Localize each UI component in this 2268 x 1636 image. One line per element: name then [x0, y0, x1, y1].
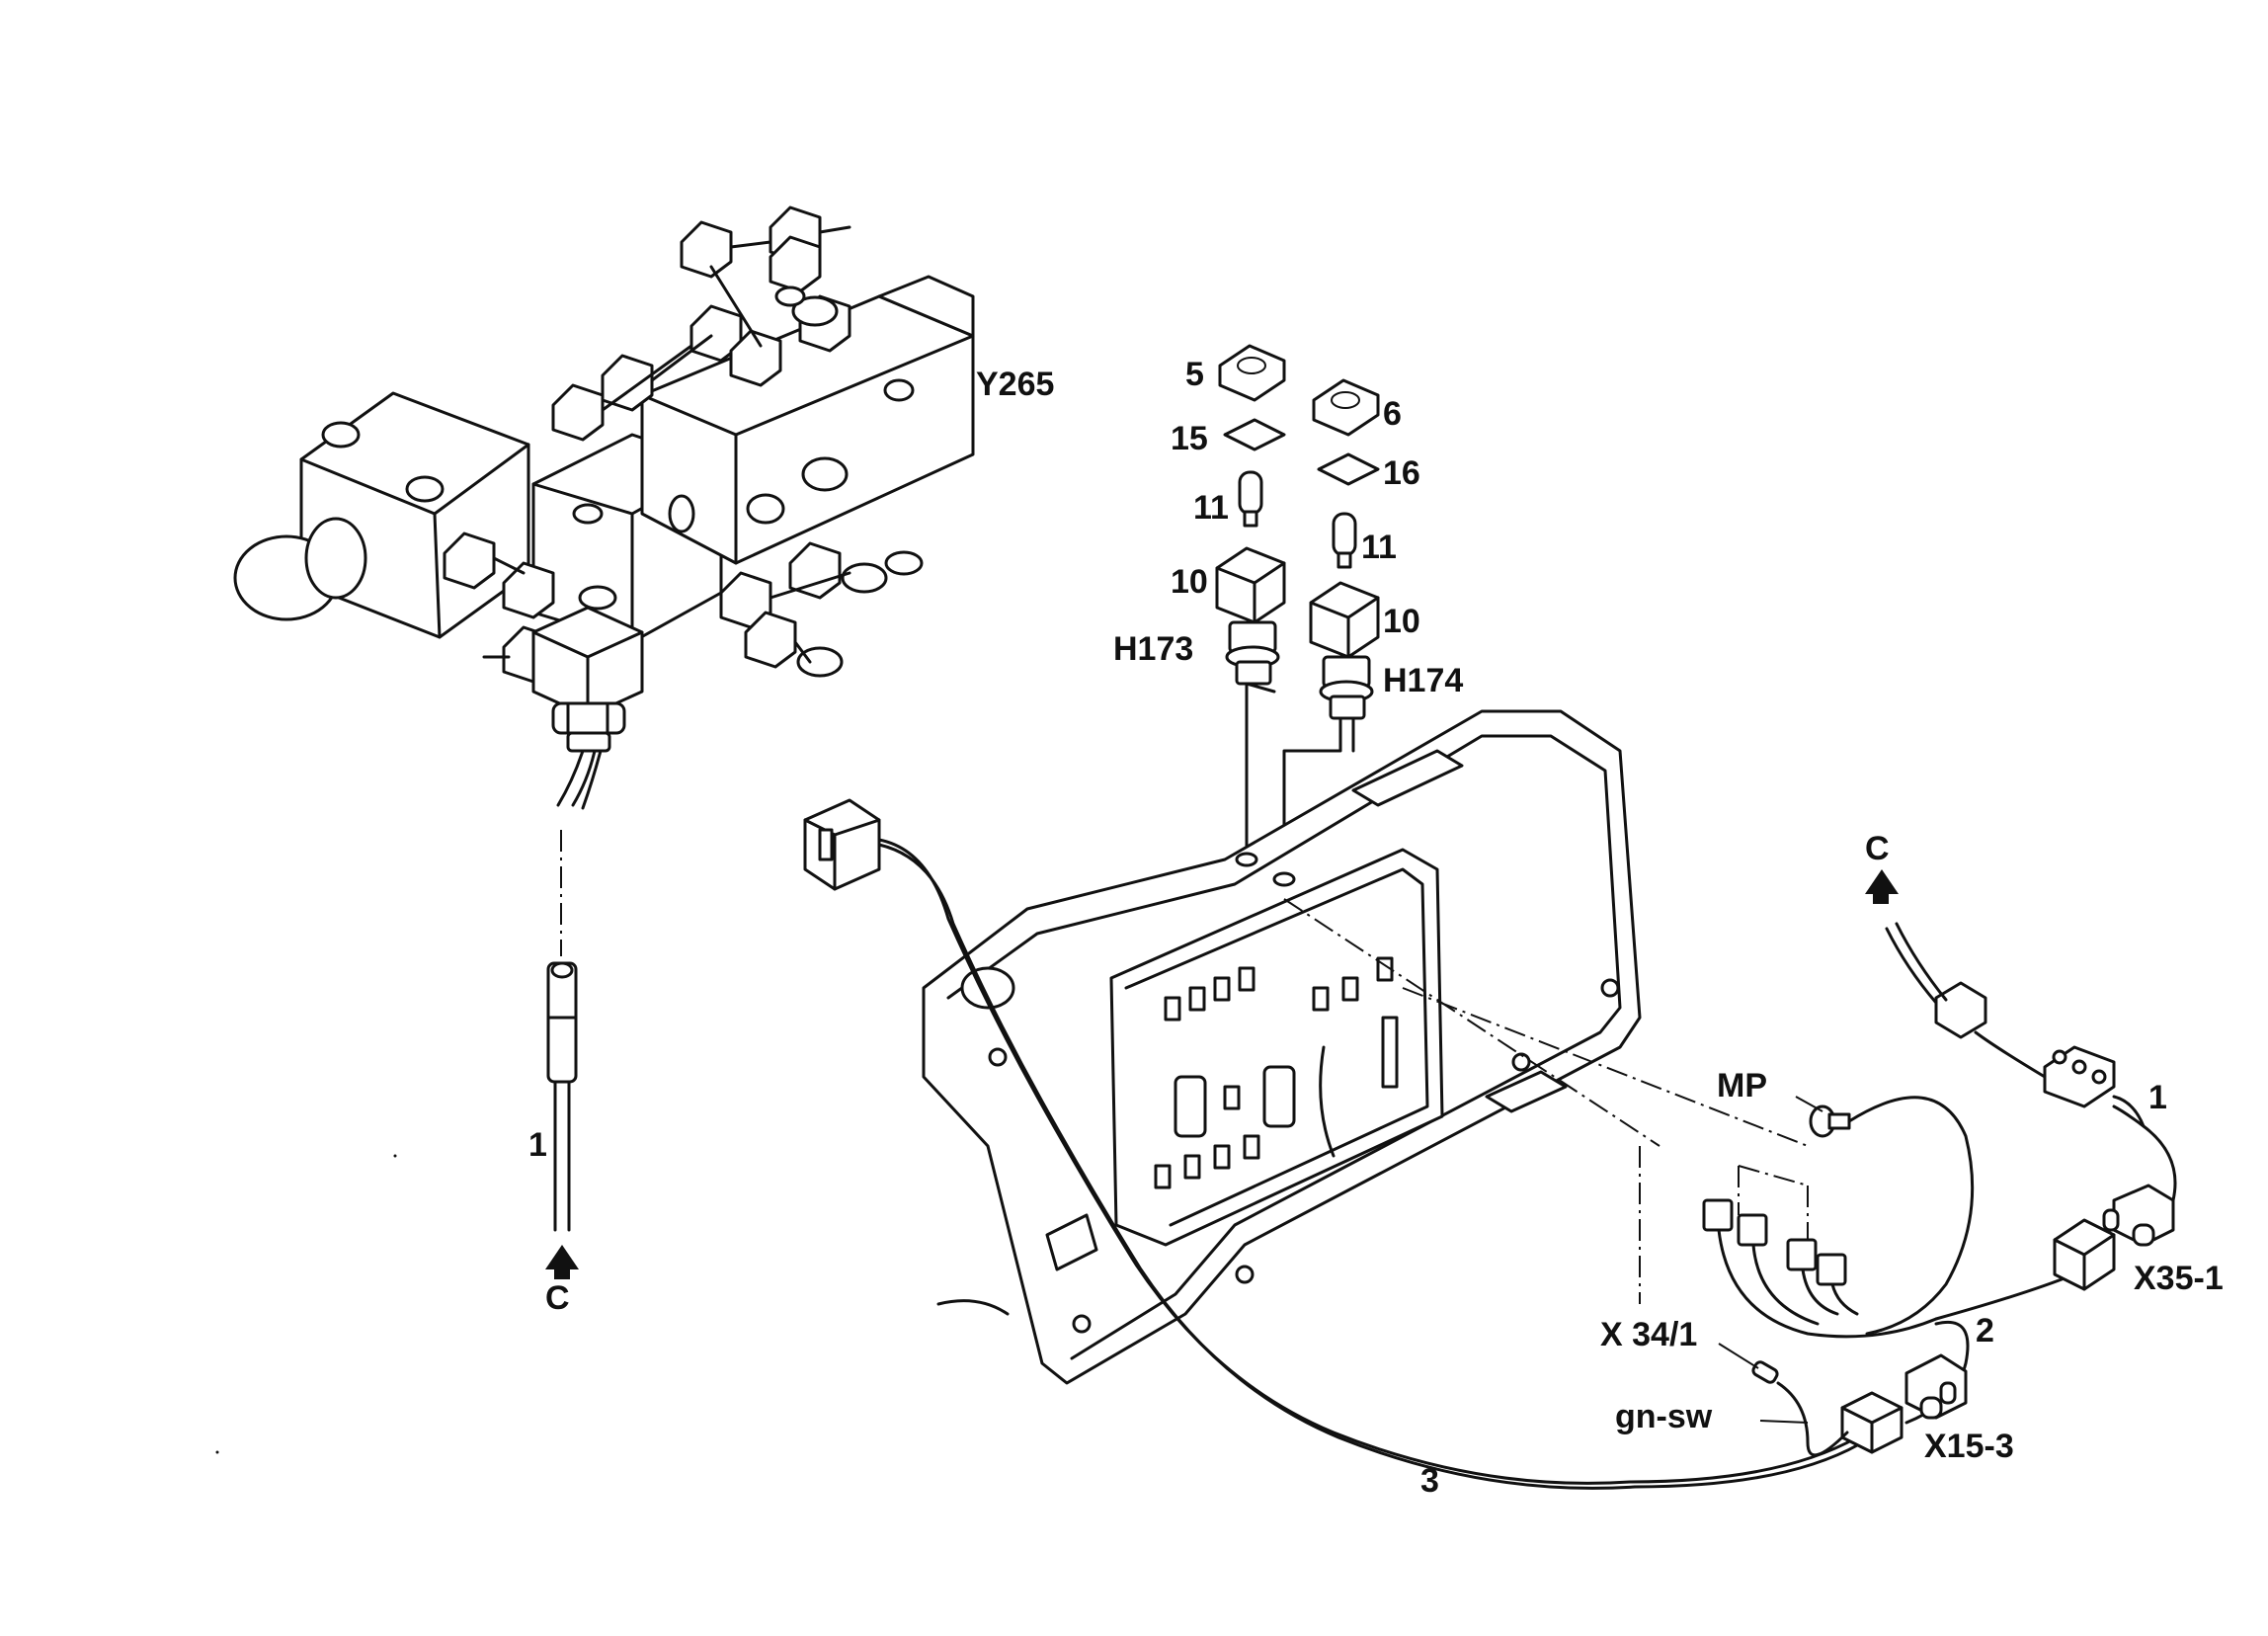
label-part-10a: 10 — [1171, 563, 1208, 601]
label-part-11a: 11 — [1193, 489, 1229, 527]
leader-mp — [1795, 1096, 1823, 1112]
solenoid-valve-y265 — [443, 532, 644, 810]
label-part-11b: 11 — [1361, 529, 1397, 566]
connector-cluster — [1702, 1165, 1938, 1339]
leader-gn-sw — [1759, 1420, 1809, 1424]
label-h173: H173 — [1113, 630, 1193, 668]
connector-x34-1 — [1751, 1360, 1849, 1457]
leader-x34-1 — [1718, 1343, 1759, 1369]
arrow-up-icon — [545, 1245, 579, 1269]
label-y265: Y265 — [976, 366, 1054, 403]
label-c-right: C — [1865, 830, 1890, 867]
label-part-1-right: 1 — [2148, 1079, 2167, 1116]
arrow-up-icon — [1865, 869, 1899, 894]
label-mp: MP — [1717, 1067, 1767, 1104]
valve-block-assembly — [233, 205, 975, 810]
leader-line-panel-1 — [1283, 898, 1660, 1147]
harness-2 — [1934, 1272, 2076, 1321]
connector-x15-3 — [1840, 1353, 1968, 1454]
panel-housing — [922, 709, 1642, 1385]
lamp-socket-h174 — [1282, 378, 1380, 881]
mp-ground-stud — [1809, 1096, 1975, 1336]
label-part-3: 3 — [1420, 1462, 1439, 1500]
rocker-switch — [803, 798, 881, 891]
label-part-6: 6 — [1383, 395, 1402, 433]
label-part-16: 16 — [1383, 454, 1420, 492]
banjo-fittings — [719, 541, 924, 678]
lamp-socket-h173 — [1215, 344, 1286, 871]
speck — [215, 1450, 219, 1454]
label-part-1-left: 1 — [528, 1126, 547, 1164]
wire-stub — [936, 1299, 1010, 1316]
cable-3-outline — [877, 843, 1861, 1490]
wire-plug-left — [545, 961, 579, 1279]
label-part-15: 15 — [1171, 420, 1208, 457]
label-part-10b: 10 — [1383, 603, 1420, 640]
pipe-fittings — [551, 205, 851, 442]
label-c-left: C — [545, 1279, 570, 1317]
speck — [393, 1154, 397, 1158]
label-part-5: 5 — [1185, 356, 1204, 393]
label-part-2: 2 — [1976, 1312, 1994, 1350]
circuit-board — [1154, 956, 1399, 1189]
label-h174: H174 — [1383, 662, 1463, 699]
label-x34-1: X 34/1 — [1600, 1316, 1697, 1353]
terminal-block — [1865, 869, 2146, 1128]
label-gn-sw: gn-sw — [1615, 1398, 1713, 1435]
label-x35-1: X35-1 — [2134, 1260, 2224, 1297]
label-x15-3: X15-3 — [1924, 1428, 2014, 1465]
